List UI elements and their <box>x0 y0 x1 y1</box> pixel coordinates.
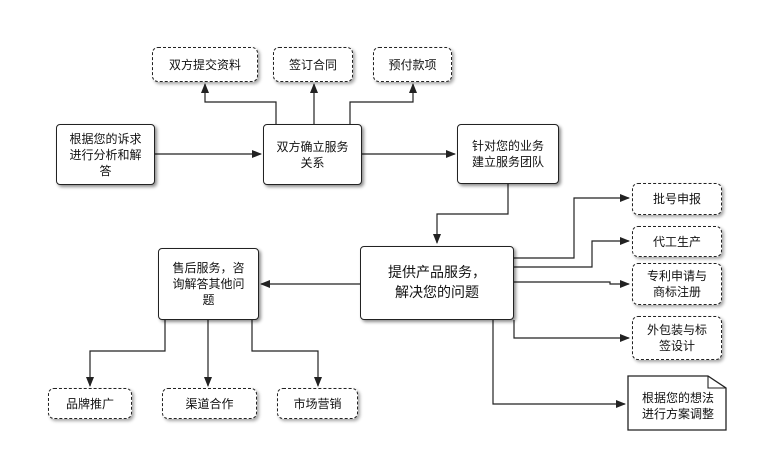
approval-node: 批号申报 <box>632 183 722 215</box>
arrow-confirm-to-prepay <box>349 83 417 124</box>
arrow-team-to-provide <box>433 184 509 244</box>
brand-node: 品牌推广 <box>48 388 132 419</box>
confirm-node: 双方确立服务 关系 <box>263 124 362 185</box>
arrow-provide-to-packaging <box>513 320 630 342</box>
arrow-aftersales-to-brand <box>86 320 166 387</box>
adjust-document-shape <box>627 375 727 431</box>
prepay-node: 预付款项 <box>373 47 452 82</box>
analyze-node: 根据您的诉求 进行分析和解 答 <box>56 124 155 185</box>
arrow-confirm-to-materials <box>201 83 277 124</box>
marketing-node: 市场营销 <box>277 388 358 419</box>
adjust-node: 根据您的想法 进行方案调整 <box>641 391 714 421</box>
team-node: 针对您的业务 建立服务团队 <box>457 124 559 184</box>
arrow-provide-to-adjust <box>492 320 626 408</box>
provide-node: 提供产品服务， 解决您的问题 <box>360 246 514 320</box>
arrow-provide-to-approval <box>514 194 630 259</box>
patent-node: 专利申请与 商标注册 <box>632 263 722 305</box>
arrow-provide-to-patent <box>514 280 630 288</box>
arrow-provide-to-oem <box>514 237 630 268</box>
contract-node: 签订合同 <box>273 47 353 82</box>
oem-node: 代工生产 <box>632 226 722 257</box>
channel-node: 渠道合作 <box>162 388 257 419</box>
arrow-aftersales-to-marketing <box>251 320 322 387</box>
aftersales-node: 售后服务，咨 询解答其他问 题 <box>158 248 259 320</box>
packaging-node: 外包装与标 签设计 <box>632 316 722 360</box>
materials-node: 双方提交资料 <box>152 47 258 82</box>
